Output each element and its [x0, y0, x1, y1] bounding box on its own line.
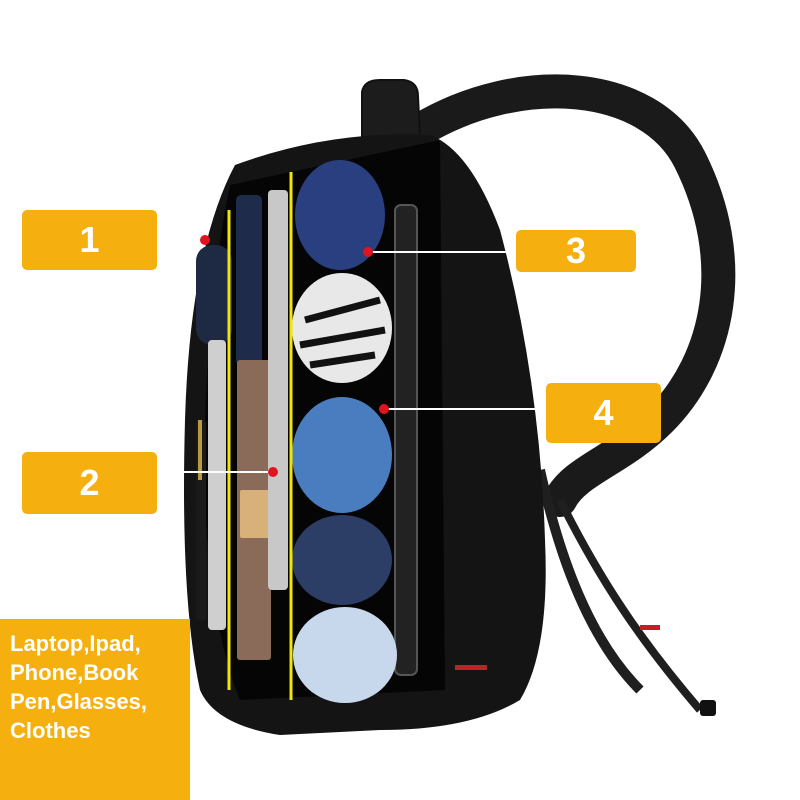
- contents-line-4: Clothes: [10, 718, 91, 743]
- left-items: [196, 190, 288, 660]
- contents-label: Laptop,Ipad, Phone,Book Pen,Glasses, Clo…: [0, 619, 190, 800]
- contents-line-1: Laptop,Ipad,: [10, 631, 141, 656]
- red-accent: [455, 665, 487, 670]
- strap-tip: [700, 700, 716, 716]
- lower-strap: [535, 468, 644, 694]
- contents-line-2: Phone,Book: [10, 660, 139, 685]
- pointer-dot-4: [379, 404, 389, 414]
- lower-strap-2: [556, 498, 704, 713]
- red-accent-2: [640, 625, 660, 630]
- pointer-dot-2: [268, 467, 278, 477]
- callout-2: 2: [22, 452, 157, 514]
- top-handle: [361, 79, 421, 141]
- shoulder-strap: [403, 74, 736, 517]
- callout-3: 3: [516, 230, 636, 272]
- contents-line-3: Pen,Glasses,: [10, 689, 147, 714]
- callout-1: 1: [22, 210, 157, 270]
- tablet: [394, 204, 418, 676]
- callout-4: 4: [546, 383, 661, 443]
- rolled-clothes: [292, 160, 397, 703]
- pointer-dot-1: [200, 235, 210, 245]
- pointer-dot-3: [363, 247, 373, 257]
